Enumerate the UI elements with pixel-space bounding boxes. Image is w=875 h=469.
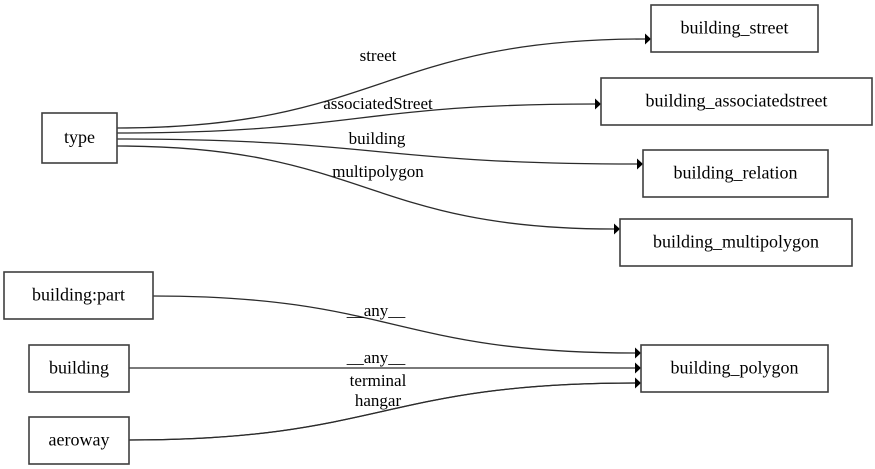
node-building[interactable]: building	[28, 344, 130, 393]
arrowhead-icon	[595, 98, 601, 110]
edge-label-aeroway-terminal: terminal	[350, 371, 407, 390]
edge-building-any	[129, 362, 641, 374]
node-box[interactable]	[28, 344, 130, 393]
node-building_street[interactable]: building_street	[650, 4, 819, 53]
edge-label-aeroway-hangar: hangar	[355, 391, 402, 410]
edge-labels-layer: street associatedStreet building multipolyg…	[323, 46, 433, 410]
node-building_multipolygon[interactable]: building_multipolygon	[619, 218, 853, 267]
nodes-layer: type building_street building_associatedst…	[3, 4, 873, 465]
edge-type-associatedstreet	[116, 98, 601, 134]
arrowhead-icon	[635, 347, 641, 359]
node-box[interactable]	[600, 77, 873, 126]
node-aeroway[interactable]: aeroway	[28, 416, 130, 465]
node-label: aeroway	[49, 430, 110, 450]
edge-type-multipolygon	[116, 145, 620, 235]
edge-label-type-multipolygon: multipolygon	[332, 162, 424, 181]
node-box[interactable]	[642, 149, 829, 198]
node-label: building_street	[681, 18, 789, 38]
node-building_polygon[interactable]: building_polygon	[640, 344, 829, 393]
edge-label-type-street: street	[360, 46, 397, 65]
node-box[interactable]	[3, 271, 154, 320]
edge-label-type-building: building	[349, 129, 406, 148]
node-type[interactable]: type	[41, 112, 118, 164]
node-building_relation[interactable]: building_relation	[642, 149, 829, 198]
node-label: building_associatedstreet	[646, 91, 828, 111]
arrowhead-icon	[645, 33, 651, 45]
node-label: building:part	[32, 285, 125, 305]
edge-part-any	[152, 295, 641, 359]
node-box[interactable]	[640, 344, 829, 393]
arrowhead-icon	[637, 158, 643, 170]
edge-type-street	[116, 33, 651, 129]
edge-label-part-any: __any__	[346, 301, 406, 320]
node-building_part[interactable]: building:part	[3, 271, 154, 320]
node-label: building_multipolygon	[653, 232, 819, 252]
node-box[interactable]	[41, 112, 118, 164]
edge-line	[116, 145, 615, 230]
node-label: type	[64, 127, 95, 147]
node-box[interactable]	[28, 416, 130, 465]
edge-line	[128, 382, 636, 441]
arrowhead-icon	[635, 377, 641, 389]
node-label: building_relation	[674, 163, 798, 183]
edge-line	[116, 138, 638, 165]
edge-line	[116, 38, 646, 129]
edge-type-building	[116, 138, 643, 170]
edge-line	[152, 295, 636, 354]
edge-label-building-any: __any__	[346, 348, 406, 367]
node-label: building_polygon	[670, 358, 798, 378]
edges-layer	[116, 33, 651, 441]
edge-label-type-associatedstreet: associatedStreet	[323, 94, 433, 113]
node-label: building	[49, 358, 109, 378]
arrowhead-icon	[614, 223, 620, 235]
edge-aeroway-hangar	[128, 382, 636, 441]
edge-line	[116, 103, 596, 134]
node-building_associatedstreet[interactable]: building_associatedstreet	[600, 77, 873, 126]
arrowhead-icon	[635, 362, 641, 374]
node-box[interactable]	[619, 218, 853, 267]
node-box[interactable]	[650, 4, 819, 53]
